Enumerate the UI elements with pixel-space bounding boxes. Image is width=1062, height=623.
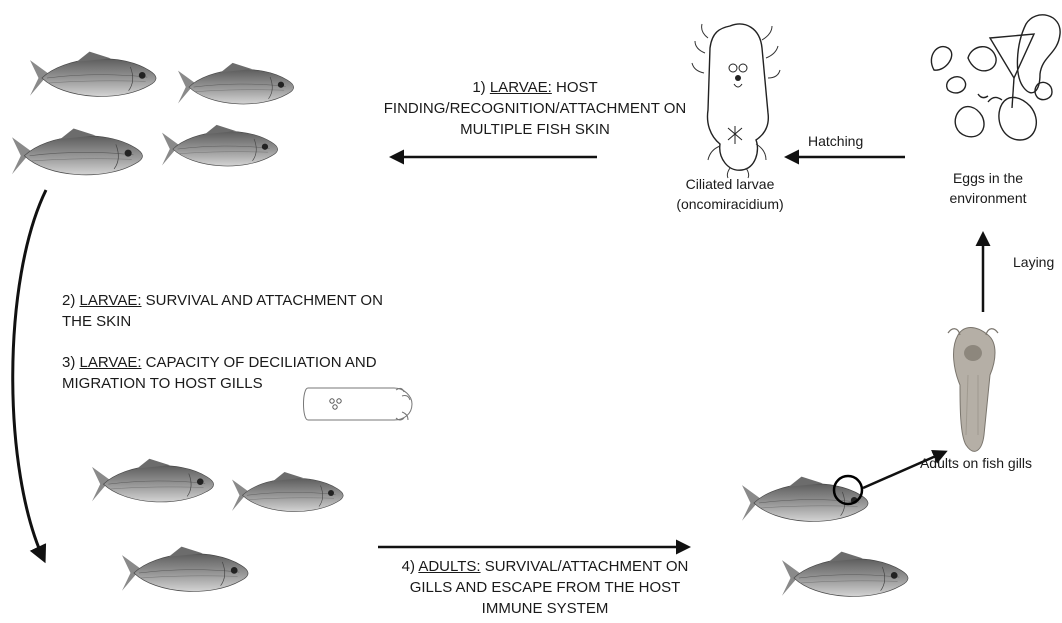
step-text: IMMUNE SYSTEM	[370, 598, 720, 619]
step-number: 3)	[62, 354, 80, 371]
step-text: MIGRATION TO HOST GILLS	[62, 373, 462, 394]
step1-text: 1) LARVAE: HOST FINDING/RECOGNITION/ATTA…	[370, 77, 700, 140]
step4-text: 4) ADULTS: SURVIVAL/ATTACHMENT ON GILLS …	[370, 556, 720, 619]
step-text: SURVIVAL/ATTACHMENT ON	[481, 558, 689, 575]
step-text: FINDING/RECOGNITION/ATTACHMENT ON	[370, 98, 700, 119]
fish-image	[92, 459, 214, 502]
fish-image	[782, 552, 908, 597]
stage-label: LARVAE:	[80, 354, 142, 371]
step-text: HOST	[552, 79, 598, 96]
fish-image	[30, 52, 156, 97]
step3-text: 3) LARVAE: CAPACITY OF DECILIATION AND M…	[62, 352, 462, 394]
stage-label: LARVAE:	[80, 292, 142, 309]
step-text: GILLS AND ESCAPE FROM THE HOST	[370, 577, 720, 598]
fish-image	[742, 477, 868, 522]
fish-image	[12, 128, 142, 174]
stage-label: LARVAE:	[490, 79, 552, 96]
fish-group-bottom-left	[92, 459, 343, 592]
arrow-skin-to-gills	[13, 190, 46, 560]
adult-worm-image	[948, 328, 998, 452]
caption-line: Eggs in the	[928, 168, 1048, 188]
step-text: THE SKIN	[62, 311, 462, 332]
eggs-label: Eggs in the environment	[928, 168, 1048, 208]
caption-line: environment	[928, 188, 1048, 208]
step2-text: 2) LARVAE: SURVIVAL AND ATTACHMENT ON TH…	[62, 290, 462, 332]
fish-image	[162, 125, 278, 166]
hatching-label: Hatching	[808, 131, 863, 151]
ciliated-larva-drawing	[692, 24, 780, 178]
ciliated-larvae-label: Ciliated larvae (oncomiracidium)	[660, 174, 800, 214]
step-text: CAPACITY OF DECILIATION AND	[142, 354, 377, 371]
fish-image	[232, 472, 343, 512]
fish-group-top-left	[12, 52, 294, 175]
caption-line: Ciliated larvae	[660, 174, 800, 194]
step-text: SURVIVAL AND ATTACHMENT ON	[142, 292, 383, 309]
step-number: 1)	[472, 79, 490, 96]
stage-label: ADULTS:	[418, 558, 480, 575]
fish-group-bottom-right	[742, 476, 908, 596]
fish-image	[178, 63, 294, 104]
eggs-drawing	[931, 15, 1060, 140]
step-number: 2)	[62, 292, 80, 309]
laying-label: Laying	[1013, 252, 1054, 272]
adults-label: Adults on fish gills	[898, 453, 1054, 473]
caption-line: (oncomiracidium)	[660, 194, 800, 214]
fish-image	[122, 547, 248, 592]
step-number: 4)	[402, 558, 419, 575]
step-text: MULTIPLE FISH SKIN	[370, 119, 700, 140]
